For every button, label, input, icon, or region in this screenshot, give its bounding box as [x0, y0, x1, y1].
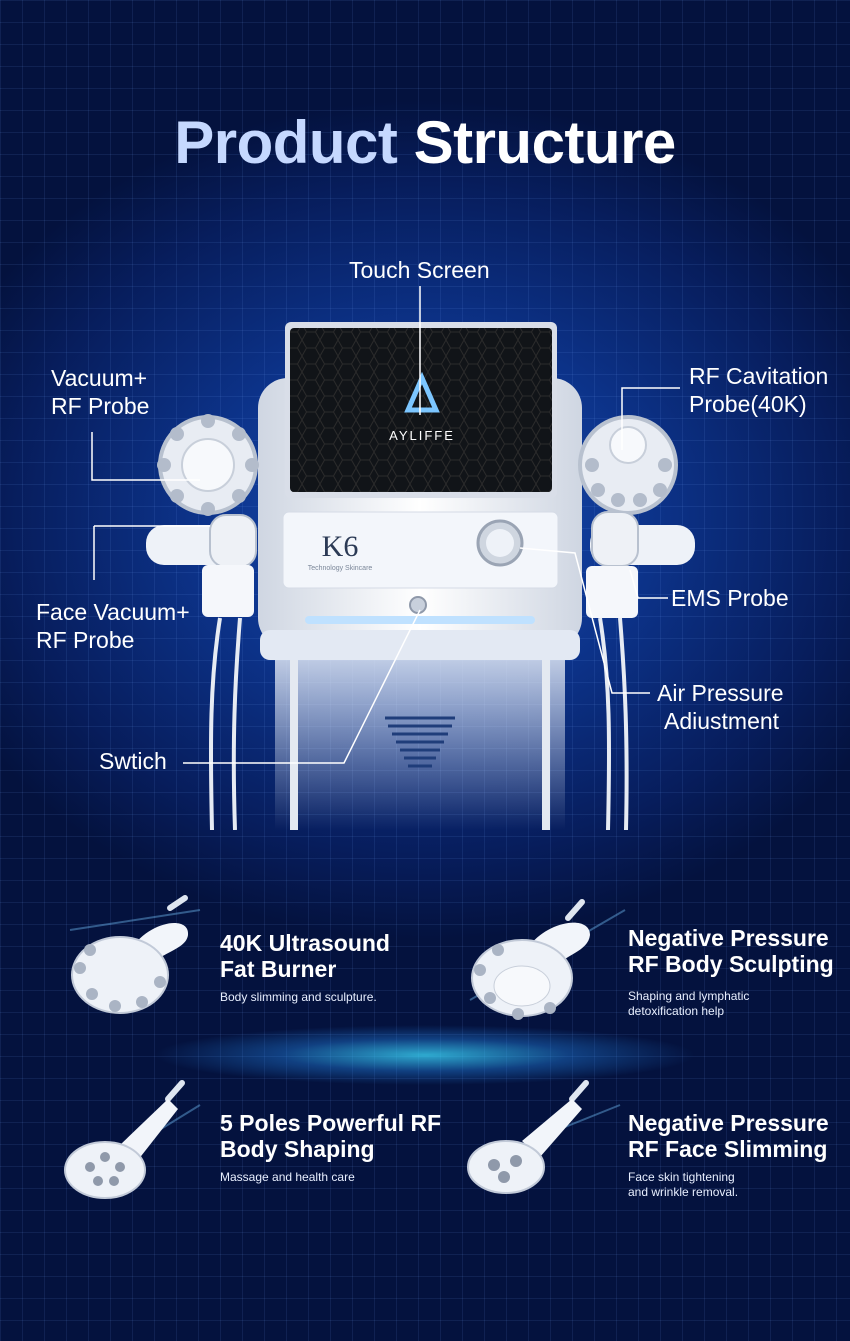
feature-desc-line: Face skin tightening [628, 1170, 735, 1184]
label-line: RF Probe [36, 627, 135, 653]
label-line: Face Vacuum+ [36, 599, 190, 625]
label-face-vacuum: Face Vacuum+ RF Probe [36, 598, 190, 654]
feature-title-line: Negative Pressure [628, 1110, 829, 1136]
feature-title-line: Body Shaping [220, 1136, 375, 1162]
label-line: Adiustment [664, 708, 780, 734]
page-title: Product Structure [0, 108, 850, 177]
feature-title-line: Fat Burner [220, 956, 337, 982]
label-ems-probe: EMS Probe [671, 585, 789, 611]
model-name: K6 [322, 530, 359, 563]
feature-title: Negative Pressure RF Body Sculpting [628, 925, 834, 977]
brand-logo-text: AYLIFFE [389, 428, 455, 443]
feature-title-line: 40K Ultrasound [220, 930, 390, 956]
feature-title: Negative Pressure RF Face Slimming [628, 1110, 829, 1162]
label-rf-cavitation: RF Cavitation Probe(40K) [689, 362, 828, 418]
feature-desc: Shaping and lymphatic detoxification hel… [628, 989, 749, 1019]
feature-title: 40K Ultrasound Fat Burner [220, 930, 390, 982]
ultrasound-probe-image [69, 895, 201, 1014]
title-part-1: Product [174, 109, 398, 176]
feature-desc: Massage and health care [220, 1170, 355, 1185]
title-part-2: Structure [413, 109, 677, 176]
label-switch: Swtich [99, 748, 167, 774]
feature-title-line: RF Body Sculpting [628, 951, 834, 977]
glow-band [0, 1020, 850, 1090]
feature-desc: Body slimming and sculpture. [220, 990, 377, 1005]
model-subtitle: Technology Skincare [308, 565, 373, 572]
label-vacuum-rf-probe: Vacuum+ RF Probe [51, 364, 149, 420]
face-probe-image [467, 1080, 621, 1194]
feature-title: 5 Poles Powerful RF Body Shaping [220, 1110, 441, 1162]
feature-desc: Face skin tightening and wrinkle removal… [628, 1170, 738, 1200]
vacuum-body-probe-image [469, 899, 626, 1020]
feature-desc-line: Shaping and lymphatic [628, 989, 750, 1003]
label-line: Air Pressure [657, 680, 784, 706]
feature-desc-line: Body slimming and sculpture. [220, 990, 377, 1004]
label-line: RF Cavitation [689, 363, 829, 389]
feature-desc-line: detoxification help [628, 1004, 725, 1018]
machine-illustration: AYLIFFE K6 Technology Skincare [146, 322, 695, 830]
feature-desc-line: Massage and health care [220, 1170, 355, 1184]
label-line: RF Probe [51, 393, 150, 419]
feature-title-line: 5 Poles Powerful RF [220, 1110, 442, 1136]
label-touch-screen: Touch Screen [349, 257, 490, 283]
label-line: Vacuum+ [51, 365, 148, 391]
feature-title-line: RF Face Slimming [628, 1136, 828, 1162]
rf-body-probe-image [64, 1080, 201, 1199]
feature-title-line: Negative Pressure [628, 925, 829, 951]
feature-desc-line: and wrinkle removal. [628, 1185, 739, 1199]
label-air-pressure: Air Pressure Adiustment [657, 679, 784, 735]
label-line: Probe(40K) [689, 391, 807, 417]
